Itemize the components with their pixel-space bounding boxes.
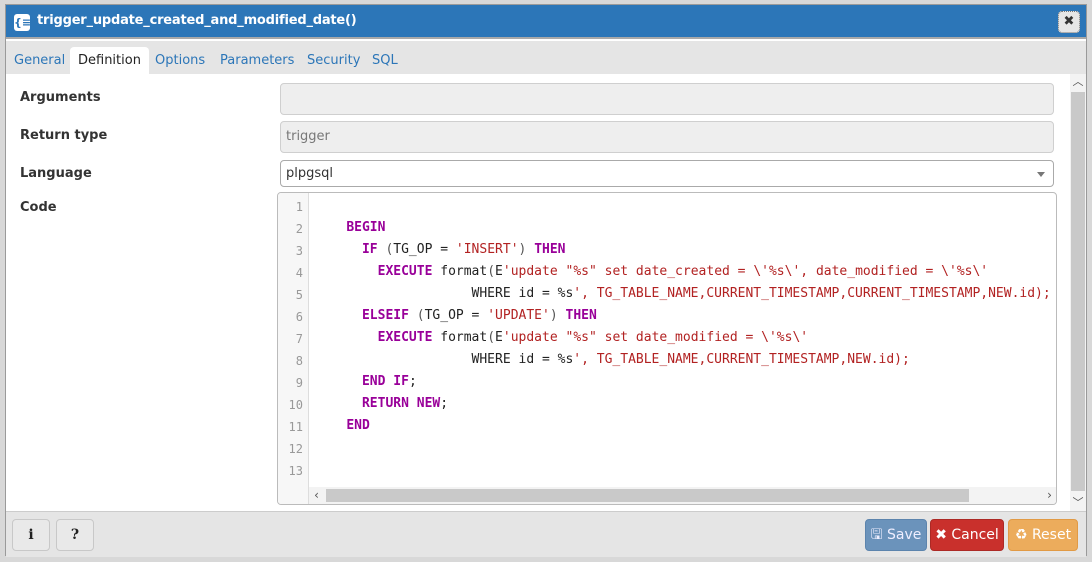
code-line: ELSEIF (TG_OP = 'UPDATE') THEN: [361, 308, 597, 323]
language-label: Language: [20, 166, 92, 181]
scroll-left-icon[interactable]: ‹: [314, 488, 319, 502]
return-type-label: Return type: [20, 128, 108, 143]
function-dialog: {≡} trigger_update_created_and_modified_…: [5, 4, 1087, 557]
code-label: Code: [20, 200, 57, 215]
code-line: BEGIN: [346, 220, 386, 235]
code-line: IF (TG_OP = 'INSERT') THEN: [361, 242, 566, 257]
line-number: 12: [288, 442, 303, 456]
vertical-scroll-thumb[interactable]: [1071, 92, 1085, 491]
save-label: Save: [887, 527, 922, 543]
tab-definition[interactable]: Definition: [70, 47, 149, 74]
line-number: 10: [288, 398, 303, 412]
save-button[interactable]: 🖫 Save: [865, 519, 927, 551]
line-number: 3: [295, 244, 303, 258]
line-number: 5: [295, 288, 303, 302]
code-line: END: [346, 418, 370, 433]
code-line: WHERE id = %s', TG_TABLE_NAME,CURRENT_TI…: [315, 352, 910, 367]
language-value: plpgsql: [286, 166, 334, 181]
code-line: END IF;: [361, 374, 417, 389]
scroll-right-icon[interactable]: ›: [1047, 488, 1052, 502]
code-line: EXECUTE format(E'update "%s" set date_mo…: [377, 330, 809, 345]
title-bar[interactable]: {≡} trigger_update_created_and_modified_…: [6, 5, 1086, 39]
line-number: 7: [295, 332, 303, 346]
line-number: 11: [288, 420, 303, 434]
vertical-scrollbar[interactable]: ︿ ﹀: [1070, 74, 1086, 511]
tab-parameters[interactable]: Parameters: [220, 53, 295, 68]
cancel-label: Cancel: [951, 527, 999, 543]
floppy-disk-icon: 🖫: [870, 527, 883, 543]
close-button[interactable]: ✖: [1058, 11, 1080, 33]
tab-general[interactable]: General: [14, 53, 66, 68]
tab-bar: General Definition Options Parameters Se…: [6, 41, 1086, 74]
close-icon: ✖: [935, 527, 947, 543]
horizontal-scrollbar[interactable]: ‹ ›: [309, 487, 1056, 504]
code-line: EXECUTE format(E'update "%s" set date_cr…: [377, 264, 989, 279]
tab-security[interactable]: Security: [307, 53, 361, 68]
line-number: 13: [288, 464, 303, 478]
function-icon: {≡}: [14, 14, 39, 31]
language-select[interactable]: plpgsql: [280, 160, 1054, 187]
line-number: 8: [295, 354, 303, 368]
scroll-up-icon[interactable]: ︿: [1072, 75, 1084, 88]
info-button[interactable]: i: [12, 519, 50, 551]
line-number: 6: [295, 310, 303, 324]
dialog-title: trigger_update_created_and_modified_date…: [37, 13, 357, 28]
line-number: 2: [295, 222, 303, 236]
reset-button[interactable]: ♻ Reset: [1008, 519, 1078, 551]
code-editor[interactable]: 1 2 3 4 5 6 7 8 9 10 11 12 13 BEGIN IF (…: [277, 192, 1057, 505]
recycle-icon: ♻: [1014, 527, 1028, 543]
scroll-down-icon[interactable]: ﹀: [1072, 496, 1084, 509]
line-number-gutter: 1 2 3 4 5 6 7 8 9 10 11 12 13: [278, 193, 309, 504]
code-line: WHERE id = %s', TG_TABLE_NAME,CURRENT_TI…: [315, 286, 1051, 301]
definition-panel: Arguments Return type trigger Language p…: [6, 74, 1072, 511]
tab-options[interactable]: Options: [155, 53, 206, 68]
reset-label: Reset: [1031, 527, 1072, 543]
line-number: 4: [295, 266, 303, 280]
arguments-label: Arguments: [20, 90, 101, 105]
line-number: 1: [295, 200, 303, 214]
tab-sql[interactable]: SQL: [372, 53, 398, 68]
return-type-field: trigger: [280, 121, 1054, 153]
horizontal-scroll-thumb[interactable]: [326, 489, 969, 502]
chevron-down-icon: [1037, 172, 1045, 177]
code-line: RETURN NEW;: [361, 396, 449, 411]
help-button[interactable]: ?: [56, 519, 94, 551]
cancel-button[interactable]: ✖ Cancel: [930, 519, 1004, 551]
arguments-field: [280, 83, 1054, 115]
dialog-footer: i ? 🖫 Save ✖ Cancel ♻ Reset: [6, 511, 1086, 557]
line-number: 9: [295, 376, 303, 390]
